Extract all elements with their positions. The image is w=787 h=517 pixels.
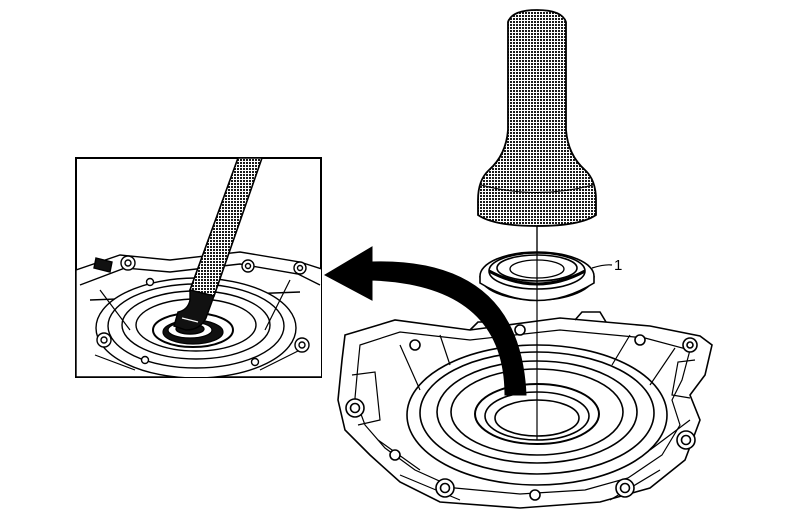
pry-tool bbox=[173, 158, 263, 331]
direction-arrow bbox=[323, 246, 527, 396]
callout-1: 1 bbox=[591, 257, 622, 274]
transmission-housing bbox=[337, 311, 713, 509]
seal-installer-tool bbox=[477, 9, 597, 227]
removal-detail-inset bbox=[75, 157, 322, 378]
seal bbox=[479, 225, 595, 302]
callout-1-label: 1 bbox=[614, 257, 622, 274]
housing-bolt-bosses bbox=[345, 324, 698, 501]
